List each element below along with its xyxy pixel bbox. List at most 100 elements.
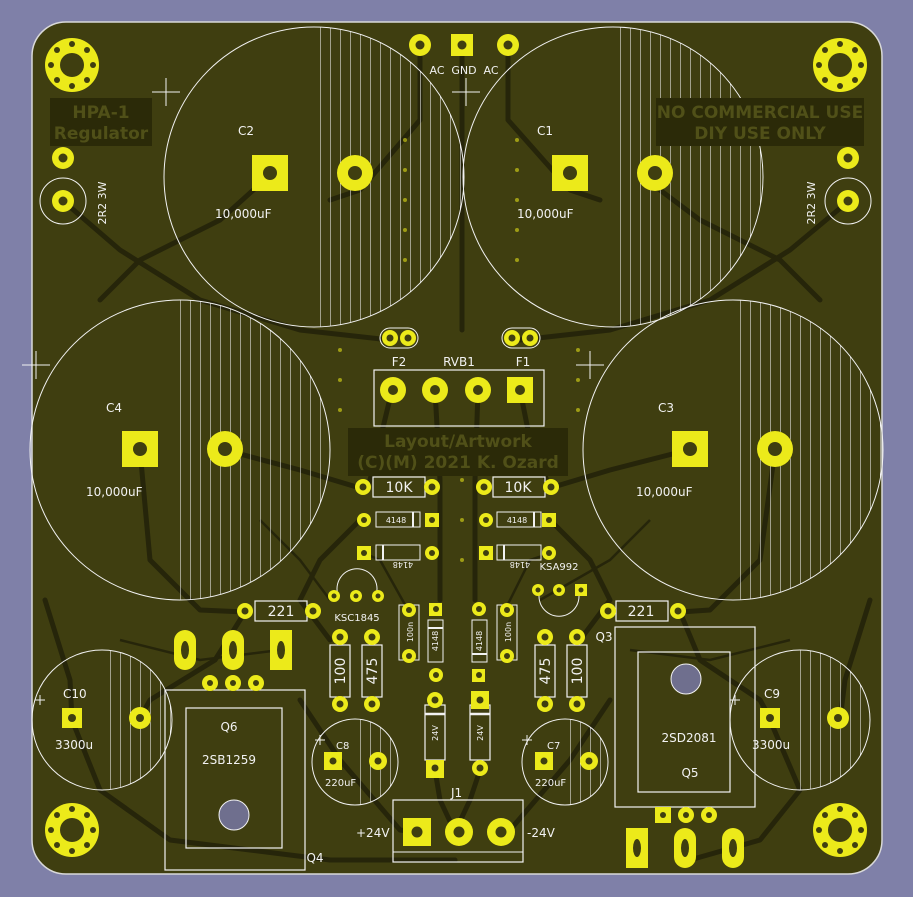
r475-left-label: 475 [365,658,381,685]
vertical-resistors [329,629,588,712]
c3-pads [672,431,793,467]
rvb1-label: RVB1 [443,355,475,369]
q6-footprint [164,630,306,871]
c7-ref: C7 [547,741,560,752]
r10k-left-footprint [355,476,440,498]
r221-right-label: 221 [628,604,655,620]
credit-line-2: (C)(M) 2021 K. Ozard [357,453,559,473]
r475-right-label: 475 [538,658,554,685]
f1-label: F1 [516,355,531,369]
bridge-rvb1 [373,369,545,427]
notice-bg [656,98,864,146]
center-vertical-parts [398,602,518,682]
capacitor-c3-body [582,299,884,601]
q5-footprint [614,626,756,868]
diode-4148-a [357,511,439,528]
diode-a-label: 4148 [386,516,406,525]
r10k-right-footprint [476,476,559,498]
ksa992-label: KSA992 [539,562,578,573]
c9-ref: C9 [764,687,780,701]
f2-label: F2 [392,355,407,369]
credit-line-1: Layout/Artwork [384,432,532,452]
ksa992-footprint [532,584,587,617]
c2-pads [252,155,373,191]
c10-ref: C10 [63,687,87,701]
c4-value: 10,000uF [86,485,143,499]
c3-ref: C3 [658,401,674,415]
r10k-right-label: 10K [505,480,533,496]
c4-ref: C4 [106,401,122,415]
c2-ref: C2 [238,124,254,138]
ac-header-pads [409,34,519,56]
c10-pads [62,707,151,729]
diode-c-label: 4148 [507,516,527,525]
zener-diodes [424,691,491,778]
credit-bg [348,428,568,476]
ksc1845-footprint [328,568,384,602]
diode-d-label: 4148 [510,560,530,569]
c3-value: 10,000uF [636,485,693,499]
diode-v-left-label: 4148 [431,631,440,651]
fuse-f2-pads [379,327,419,349]
polarity-marks [22,78,740,745]
r2r2-left-footprint [39,147,87,225]
q4-ref: Q4 [306,851,323,865]
c8-ref: C8 [336,741,349,752]
zener-left-label: 24V [431,725,440,741]
via-field [338,138,580,562]
c7-value: 220uF [535,778,566,789]
r2r2-right-label: 2R2 3W [805,181,818,224]
r2r2-left-label: 2R2 3W [96,181,109,224]
j1-connector [392,799,524,863]
c7-pads [535,752,598,770]
c10-value: 3300u [55,738,93,752]
r100-right-label: 100 [570,658,586,685]
diode-b-label: 4148 [393,560,413,569]
c1-ref: C1 [537,124,553,138]
c9-value: 3300u [752,738,790,752]
j1-neg-label: -24V [527,826,556,840]
notice-line-2: DIY USE ONLY [694,124,826,144]
cap-100n-right-label: 100n [504,622,513,642]
notice-line-1: NO COMMERCIAL USE [657,103,863,123]
diode-4148-c [479,511,556,528]
c1-pads [552,155,673,191]
c4-pads [122,431,243,467]
j1-pos-label: +24V [356,826,390,840]
r221-left-footprint [237,600,321,622]
r221-right-footprint [600,600,686,622]
q3-ref: Q3 [595,630,612,644]
ksc1845-label: KSC1845 [334,613,379,624]
r10k-left-label: 10K [386,480,414,496]
c1-value: 10,000uF [517,207,574,221]
board-subtitle: Regulator [54,124,149,144]
capacitor-c4-body [29,299,331,601]
r2r2-right-footprint [824,147,872,225]
mounting-holes [45,38,867,857]
capacitor-c2-body [163,26,465,328]
diode-4148-b [357,544,439,561]
c2-value: 10,000uF [215,207,272,221]
ac-pin-label-2: AC [483,64,498,77]
q5-ref: Q5 [681,766,698,780]
board-title: HPA-1 [72,103,129,123]
q6-part: 2SB1259 [202,753,256,767]
q6-ref: Q6 [220,720,237,734]
diode-4148-d [479,544,556,561]
fuse-f1-pads [501,327,541,349]
j1-ref: J1 [450,786,462,800]
q5-part: 2SD2081 [661,731,716,745]
c8-value: 220uF [325,778,356,789]
r100-left-label: 100 [333,658,349,685]
gnd-pin-label: GND [451,64,476,77]
ac-pin-label-1: AC [429,64,444,77]
c8-pads [324,752,387,770]
cap-100n-left-label: 100n [406,622,415,642]
title-block-bg [50,98,152,146]
c9-pads [760,707,849,729]
r221-left-label: 221 [268,604,295,620]
zener-right-label: 24V [476,725,485,741]
diode-v-right-label: 4148 [475,631,484,651]
